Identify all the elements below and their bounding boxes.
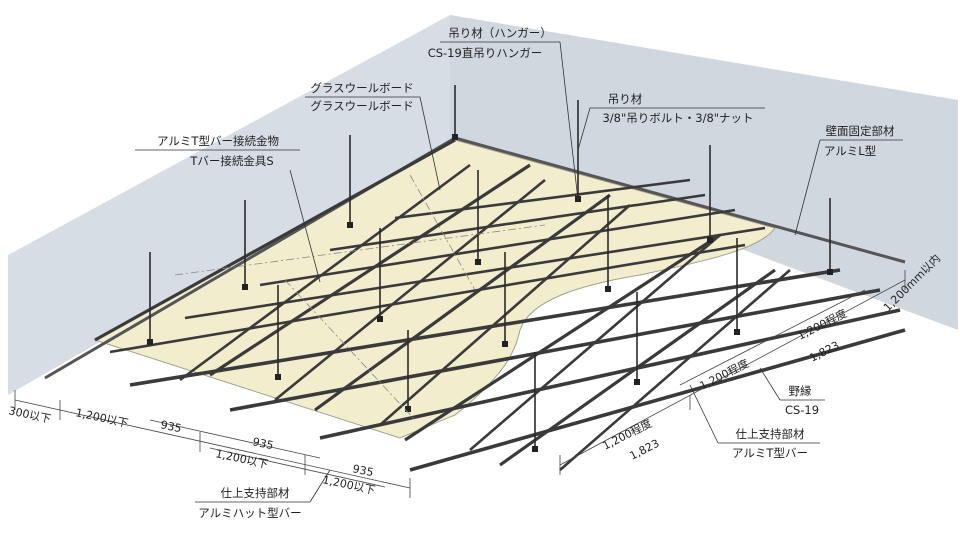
hanger-clip [147,339,153,345]
hanger-group [147,85,833,452]
hanger-clip [734,329,740,335]
glasswool-label-bottom: グラスウールボード [310,99,413,113]
label-hat-bar: 仕上支持部材 アルミハット型バー [195,469,331,520]
dim-300: 300以下 [7,404,52,426]
dim-935-b: 935 [251,435,274,452]
label-nobuchi: 野縁 CS-19 [759,367,825,417]
hanger-clip [275,374,281,380]
wall-label-bottom: アルミL型 [824,144,876,158]
wall-label-top: 壁面固定部材 [826,124,895,138]
t-bar [184,226,766,320]
hanger-clip [242,284,248,290]
board-seam-dashed [174,224,546,276]
t-bar [94,138,456,342]
back-wall-left [8,15,450,395]
hanger-clip [707,237,713,243]
label-hanger: 吊り材（ハンガー） CS-19直吊りハンガー [428,26,579,201]
t-bar [179,163,471,382]
bolt-label-bottom: 3/8"吊りボルト・3/8"ナット [602,111,753,125]
back-wall-right [450,15,958,330]
board-seam-dashed [409,174,476,291]
dim-935-c: 935 [351,462,374,479]
hanger-clip [634,379,640,385]
label-wall-fixing: 壁面固定部材 アルミL型 [794,124,903,236]
joint-label-top: アルミT型バー接続金物 [157,134,279,148]
dim-935-a: 935 [159,418,182,435]
t-bar [259,208,736,287]
joint-label-bottom: Tバー接続金具S [189,154,273,168]
hanger-label-bottom: CS-19直吊りハンガー [428,46,543,60]
nobuchi-label-bottom: CS-19 [785,403,819,417]
hat-label-top: 仕上支持部材 [221,486,290,500]
nobuchi-label-top: 野縁 [789,384,812,398]
bolt-label-top: 吊り材 [608,92,643,106]
t-bar [274,178,546,402]
hanger-clip [377,316,383,322]
tbar-label-bottom: アルミT型バー [732,446,808,460]
hat-label-bottom: アルミハット型バー [198,506,301,520]
hanger-clip [827,269,833,275]
hat-bar [229,288,881,412]
hanger-label-top: 吊り材（ハンガー） [448,26,552,40]
hanger-clip [475,259,481,265]
t-bar [394,178,691,220]
t-bar [109,243,746,354]
hat-bar [129,268,841,387]
dim-right-1823-b: 1,823 [627,437,661,463]
dimension-lines [14,270,906,498]
t-bar [559,269,791,471]
hanger-clip [532,446,538,452]
hanger-clip [452,134,458,140]
hanger-clip [502,341,508,347]
label-joint: アルミT型バー接続金物 Tバー接続金具S [135,134,321,283]
label-glasswool: グラスウールボード グラスウールボード [305,81,441,191]
hat-bar [409,328,906,472]
label-tbar: 仕上支持部材 アルミT型バー [689,384,820,460]
hanger-clip [347,222,353,228]
glasswool-label-top: グラスウールボード [310,81,413,95]
label-bolt: 吊り材 3/8"吊りボルト・3/8"ナット [577,92,765,151]
hat-bar [319,308,901,440]
hanger-clip [605,286,611,292]
t-bar [329,193,706,252]
dim-right-1823-a: 1,823 [807,339,841,365]
t-bar [469,234,721,451]
t-bar [314,193,611,412]
tbar-label-top: 仕上支持部材 [736,427,805,441]
t-bar [209,163,531,377]
hanger-clip [405,406,411,412]
dim-1200-a: 1,200以下 [74,406,129,430]
